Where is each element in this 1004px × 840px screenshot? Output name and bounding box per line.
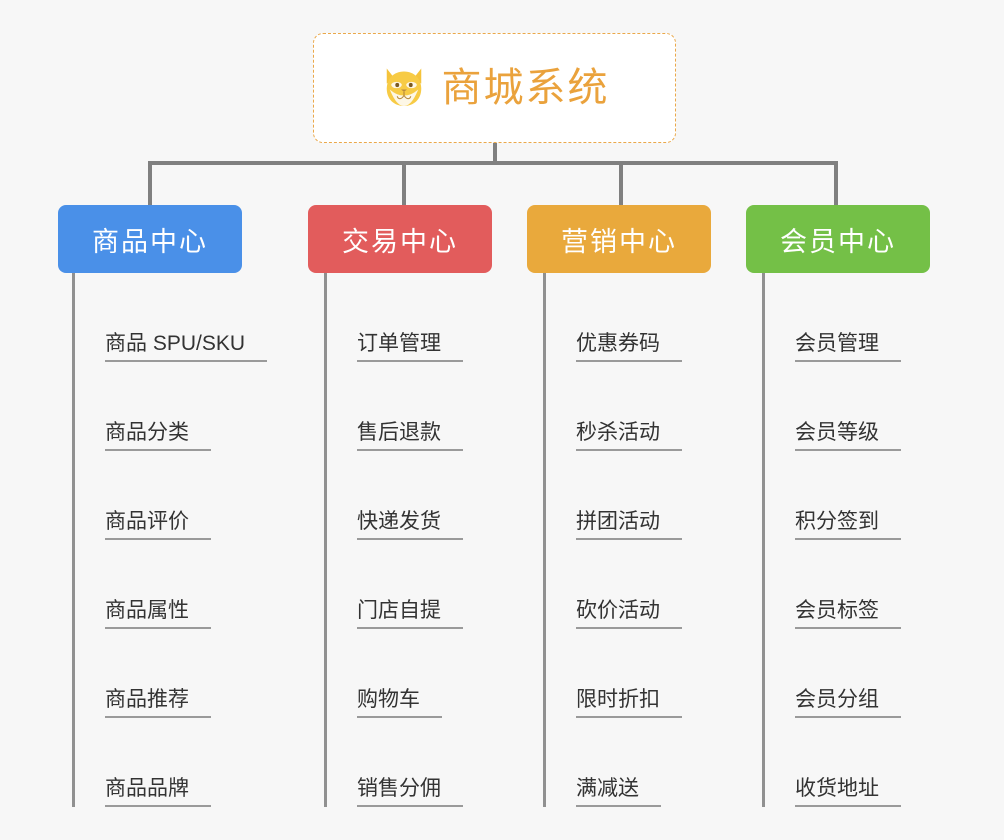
leaf-item[interactable]: 会员分组 <box>762 629 901 718</box>
leaf-item[interactable]: 商品评价 <box>72 451 267 540</box>
leaf-label: 会员等级 <box>795 420 901 451</box>
leaf-label: 购物车 <box>357 687 442 718</box>
leaf-label: 商品推荐 <box>105 687 211 718</box>
connector-drop-2 <box>619 161 623 205</box>
leaf-item[interactable]: 订单管理 <box>324 273 463 362</box>
leaf-label: 砍价活动 <box>576 598 682 629</box>
leaf-label: 满减送 <box>576 776 661 807</box>
leaf-label: 限时折扣 <box>576 687 682 718</box>
leaf-label: 售后退款 <box>357 420 463 451</box>
category-label: 交易中心 <box>342 226 458 257</box>
leaf-label: 订单管理 <box>357 331 463 362</box>
leaf-label: 会员分组 <box>795 687 901 718</box>
leaf-item[interactable]: 销售分佣 <box>324 718 463 807</box>
leaf-item[interactable]: 售后退款 <box>324 362 463 451</box>
category-box-3[interactable]: 会员中心 <box>746 205 930 273</box>
branch-spine <box>324 273 327 807</box>
connector-bus <box>148 161 838 165</box>
category-box-2[interactable]: 营销中心 <box>527 205 711 273</box>
leaf-label: 会员标签 <box>795 598 901 629</box>
root-title: 商城系统 <box>441 66 610 110</box>
connector-stem <box>493 143 497 165</box>
leaf-label: 商品属性 <box>105 598 211 629</box>
connector-drop-1 <box>402 161 406 205</box>
leaf-item[interactable]: 商品推荐 <box>72 629 267 718</box>
leaf-item[interactable]: 购物车 <box>324 629 463 718</box>
leaf-item[interactable]: 门店自提 <box>324 540 463 629</box>
branch-spine <box>762 273 765 807</box>
category-label: 会员中心 <box>780 226 896 257</box>
root-node[interactable]: 商城系统 <box>313 33 676 143</box>
leaf-label: 商品分类 <box>105 420 211 451</box>
leaf-label: 销售分佣 <box>357 776 463 807</box>
branch-spine <box>72 273 75 807</box>
branch-column-1: 订单管理售后退款快递发货门店自提购物车销售分佣 <box>324 273 463 807</box>
leaf-item[interactable]: 秒杀活动 <box>543 362 682 451</box>
leaf-item[interactable]: 砍价活动 <box>543 540 682 629</box>
leaf-label: 门店自提 <box>357 598 463 629</box>
branch-column-3: 会员管理会员等级积分签到会员标签会员分组收货地址 <box>762 273 901 807</box>
branch-column-0: 商品 SPU/SKU 商品分类商品评价商品属性商品推荐商品品牌 <box>72 273 268 807</box>
leaf-item[interactable]: 快递发货 <box>324 451 463 540</box>
connector-drop-3 <box>834 161 838 205</box>
leaf-label: 会员管理 <box>795 331 901 362</box>
leaf-item[interactable]: 会员管理 <box>762 273 901 362</box>
category-label: 商品中心 <box>92 226 208 257</box>
leaf-item[interactable]: 商品属性 <box>72 540 267 629</box>
leaf-item[interactable]: 商品 SPU/SKU <box>72 273 268 362</box>
leaf-item[interactable]: 积分签到 <box>762 451 901 540</box>
category-label: 营销中心 <box>561 226 677 257</box>
branch-column-2: 优惠券码秒杀活动拼团活动砍价活动限时折扣满减送 <box>543 273 682 807</box>
leaf-label: 收货地址 <box>795 776 901 807</box>
leaf-item[interactable]: 商品品牌 <box>72 718 267 807</box>
shiba-dog-icon <box>386 68 421 106</box>
leaf-label: 商品评价 <box>105 509 211 540</box>
leaf-label: 商品品牌 <box>105 776 211 807</box>
branch-spine <box>543 273 546 807</box>
leaf-label: 积分签到 <box>795 509 901 540</box>
leaf-label: 优惠券码 <box>576 331 682 362</box>
leaf-item[interactable]: 限时折扣 <box>543 629 682 718</box>
leaf-item[interactable]: 拼团活动 <box>543 451 682 540</box>
leaf-item[interactable]: 会员标签 <box>762 540 901 629</box>
leaf-item[interactable]: 优惠券码 <box>543 273 682 362</box>
leaf-item[interactable]: 商品分类 <box>72 362 267 451</box>
leaf-label: 快递发货 <box>357 509 463 540</box>
category-box-0[interactable]: 商品中心 <box>58 205 242 273</box>
connector-drop-0 <box>148 161 152 205</box>
leaf-label: 商品 SPU/SKU <box>105 331 268 362</box>
category-box-1[interactable]: 交易中心 <box>308 205 492 273</box>
leaf-item[interactable]: 满减送 <box>543 718 682 807</box>
leaf-label: 秒杀活动 <box>576 420 682 451</box>
leaf-item[interactable]: 收货地址 <box>762 718 901 807</box>
leaf-label: 拼团活动 <box>576 509 682 540</box>
leaf-item[interactable]: 会员等级 <box>762 362 901 451</box>
